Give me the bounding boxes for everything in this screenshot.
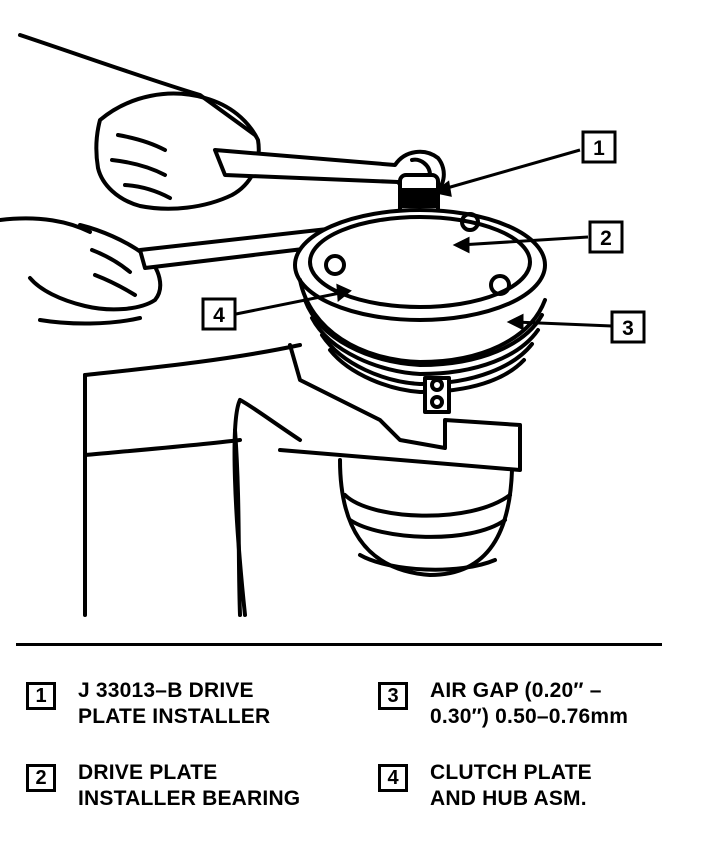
mounting-bracket xyxy=(278,343,522,472)
legend-item-3: 3 AIR GAP (0.20″ – 0.30″) 0.50–0.76mm xyxy=(378,678,628,730)
legend-number-box: 1 xyxy=(26,682,56,710)
callout-1-label: 1 xyxy=(593,137,605,160)
legend-description: CLUTCH PLATE AND HUB ASM. xyxy=(430,761,592,810)
lower-arm xyxy=(0,216,92,234)
pulley xyxy=(298,278,547,364)
legend-item-1: 1 J 33013–B DRIVE PLATE INSTALLER xyxy=(26,678,270,730)
legend-item-4: 4 CLUTCH PLATE AND HUB ASM. xyxy=(378,760,592,812)
callout-3: 3 xyxy=(610,310,646,344)
clutch-plate xyxy=(293,208,547,322)
legend-description: DRIVE PLATE INSTALLER BEARING xyxy=(78,761,301,810)
upper-arm xyxy=(18,33,257,137)
callout-2: 2 xyxy=(588,220,624,254)
callout-4: 4 xyxy=(201,297,237,331)
legend-number-box: 4 xyxy=(378,764,408,792)
legend-number-box: 3 xyxy=(378,682,408,710)
callout-2-label: 2 xyxy=(600,227,612,250)
divider-rule xyxy=(16,643,662,646)
lower-hand xyxy=(28,223,163,312)
callout-3-label: 3 xyxy=(622,317,634,340)
callout-1: 1 xyxy=(581,130,617,164)
compressor-clutch-illustration: 1 2 3 4 xyxy=(0,33,646,617)
upper-hand xyxy=(94,91,261,211)
legend-description: AIR GAP (0.20″ – 0.30″) 0.50–0.76mm xyxy=(430,679,629,728)
legend-number-box: 2 xyxy=(26,764,56,792)
legend-description: J 33013–B DRIVE PLATE INSTALLER xyxy=(78,679,271,728)
legend-item-2: 2 DRIVE PLATE INSTALLER BEARING xyxy=(26,760,300,812)
callout-4-label: 4 xyxy=(213,304,225,327)
